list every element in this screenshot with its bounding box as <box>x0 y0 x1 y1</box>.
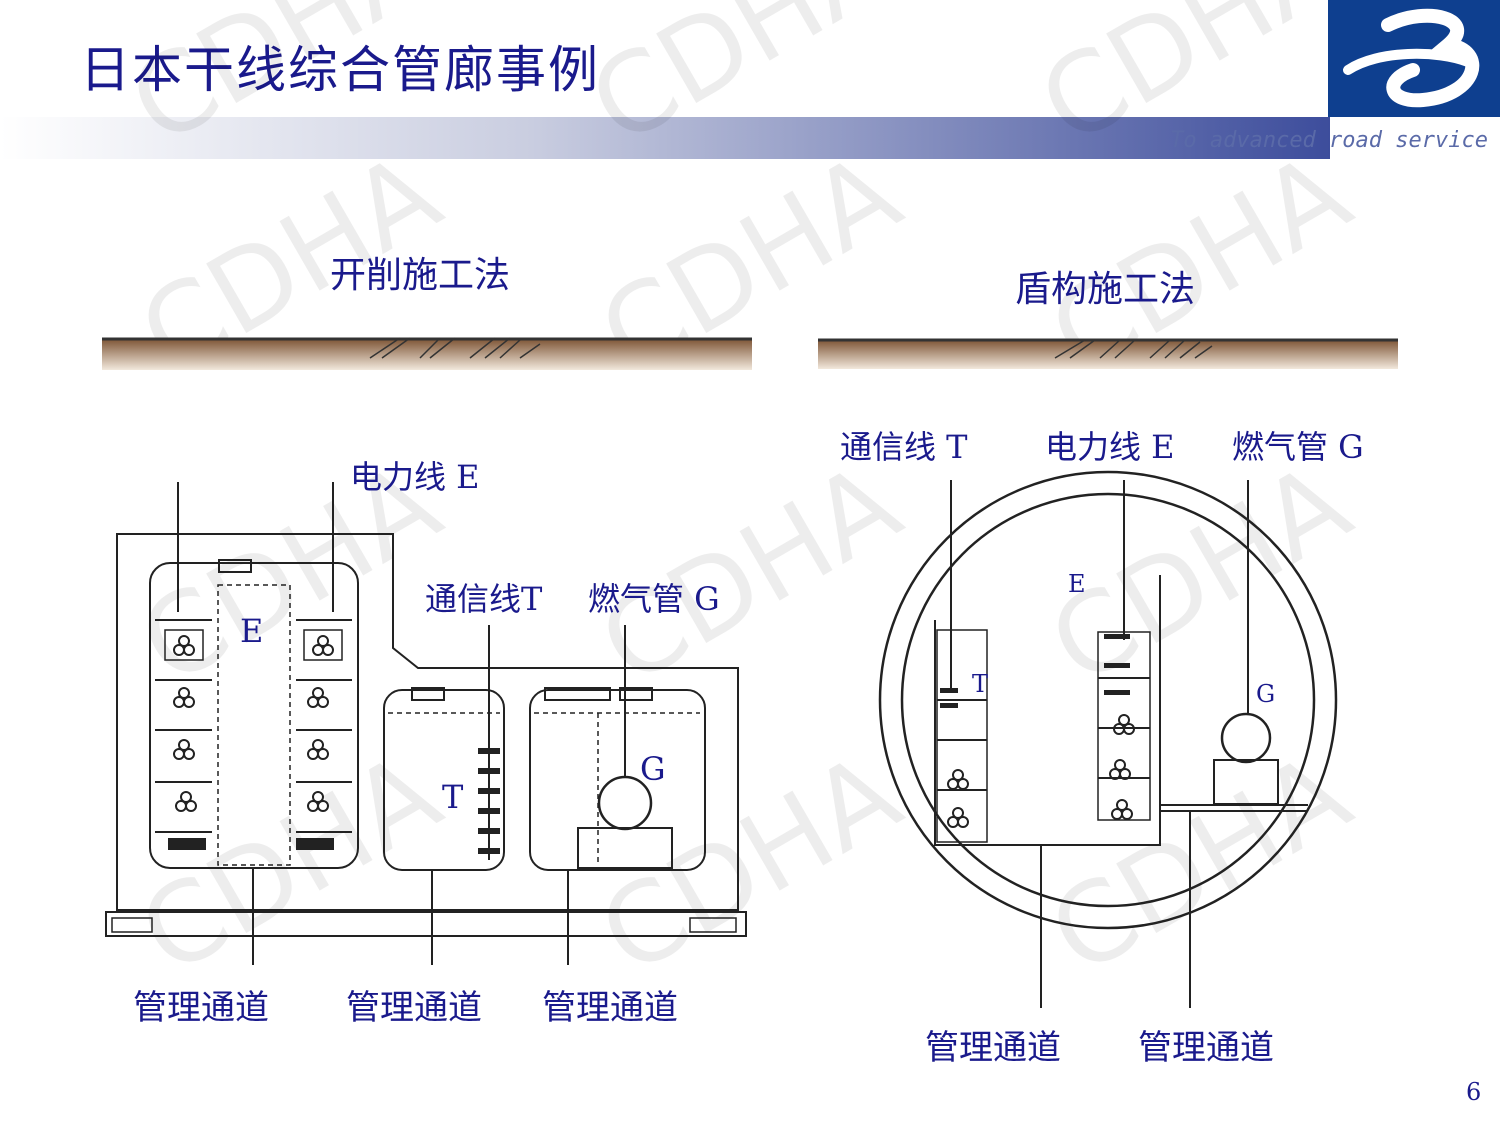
management-passage-label: 管理通道 <box>133 988 269 1028</box>
foundation-slab <box>105 911 747 937</box>
shield-comm-line-label: 通信线 T <box>840 428 968 466</box>
power-line-label: 电力线 E <box>350 458 480 496</box>
shield-method-title: 盾构施工法 <box>1015 269 1196 310</box>
management-passage-label: 管理通道 <box>542 988 678 1028</box>
shield-gas-pipe <box>1220 712 1272 764</box>
shield-management-passage-label: 管理通道 <box>925 1028 1061 1068</box>
comm-chamber-tag: T <box>442 778 464 816</box>
page-number: 6 <box>1466 1078 1482 1106</box>
comm-cables <box>168 634 1130 854</box>
ground-surface-right <box>818 338 1398 369</box>
ground-surface-left <box>102 337 752 370</box>
shield-tunnel-outer <box>878 470 1338 930</box>
open-cut-method-title: 开削施工法 <box>330 255 511 296</box>
header-gradient-bar <box>0 117 1330 159</box>
comm-line-label: 通信线T <box>425 580 543 618</box>
page-title: 日本干线综合管廊事例 <box>80 41 600 99</box>
shield-inner-structure <box>934 575 1161 846</box>
shield-tunnel-inner <box>900 492 1316 908</box>
slogan-text: To advanced road service <box>1170 128 1488 153</box>
open-cut-structure-outline <box>116 533 739 911</box>
power-chamber <box>149 562 359 869</box>
shield-gas-pipe-label: 燃气管 G <box>1232 428 1364 466</box>
gas-chamber-tag: G <box>640 750 666 788</box>
shield-management-passage-label: 管理通道 <box>1138 1028 1274 1068</box>
shield-power-tag: E <box>1068 570 1086 598</box>
management-passage-label: 管理通道 <box>346 988 482 1028</box>
shield-power-line-label: 电力线 E <box>1045 428 1175 466</box>
shield-gas-tag: G <box>1256 680 1276 708</box>
gas-pipe-label: 燃气管 G <box>588 580 720 618</box>
company-logo <box>1328 0 1500 117</box>
cable-bundles <box>173 635 1135 828</box>
gas-chamber <box>529 689 706 871</box>
power-chamber-tag: E <box>240 612 264 650</box>
shield-comm-tag: T <box>972 670 989 698</box>
